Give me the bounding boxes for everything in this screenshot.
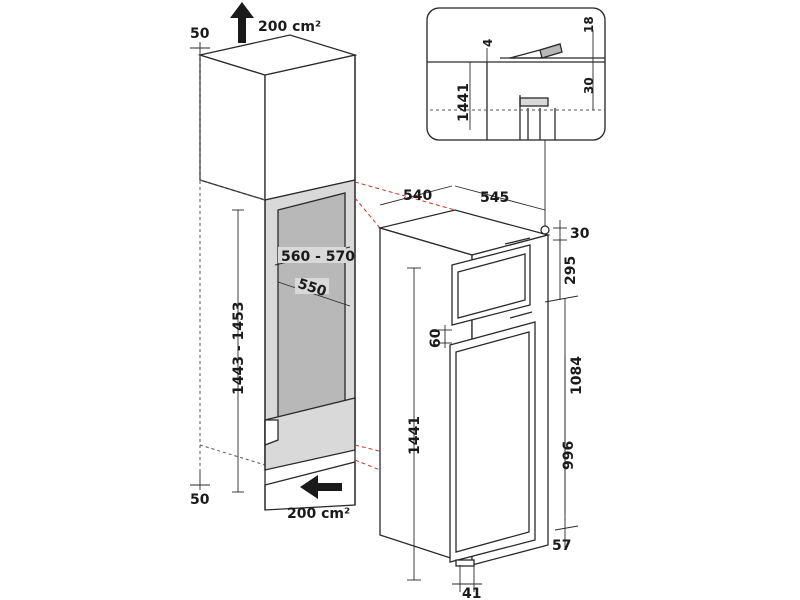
top-offset-label: 30: [570, 226, 590, 242]
lower-section-label: 1084: [569, 356, 585, 395]
detail-18-label: 18: [582, 16, 596, 33]
door-gap-label: 60: [428, 328, 444, 348]
bottom-vent-arrow: [300, 475, 342, 499]
fridge-width-label: 545: [480, 190, 509, 206]
top-vent-arrow: [230, 2, 254, 43]
detail-1441-label: 1441: [456, 83, 472, 122]
top-vent-label: 200 cm²: [258, 19, 321, 35]
niche-height-label: 1443 - 1453: [231, 302, 247, 396]
fridge-height-label: 1441: [407, 416, 423, 455]
detail-30-label: 30: [582, 77, 596, 94]
fridge-depth-label: 540: [403, 188, 432, 204]
fridge-width-line: [454, 185, 546, 211]
foot-offset-label: 41: [462, 586, 481, 600]
fridge: [377, 209, 551, 567]
niche-width-label: 560 - 570: [281, 249, 355, 265]
base-offset-label: 57: [552, 538, 571, 554]
detail-callout: [426, 7, 606, 141]
bottom-gap-label: 50: [190, 492, 210, 508]
lower-door-label: 996: [561, 441, 577, 470]
bottom-vent-label: 200 cm²: [287, 506, 350, 522]
detail-4-label: 4: [481, 39, 495, 47]
top-gap-label: 50: [190, 26, 210, 42]
cabinet: [197, 34, 358, 511]
detail-pointer: [540, 225, 550, 235]
fridge-depth-line: [379, 185, 453, 206]
door-upper-label: 295: [563, 256, 579, 285]
